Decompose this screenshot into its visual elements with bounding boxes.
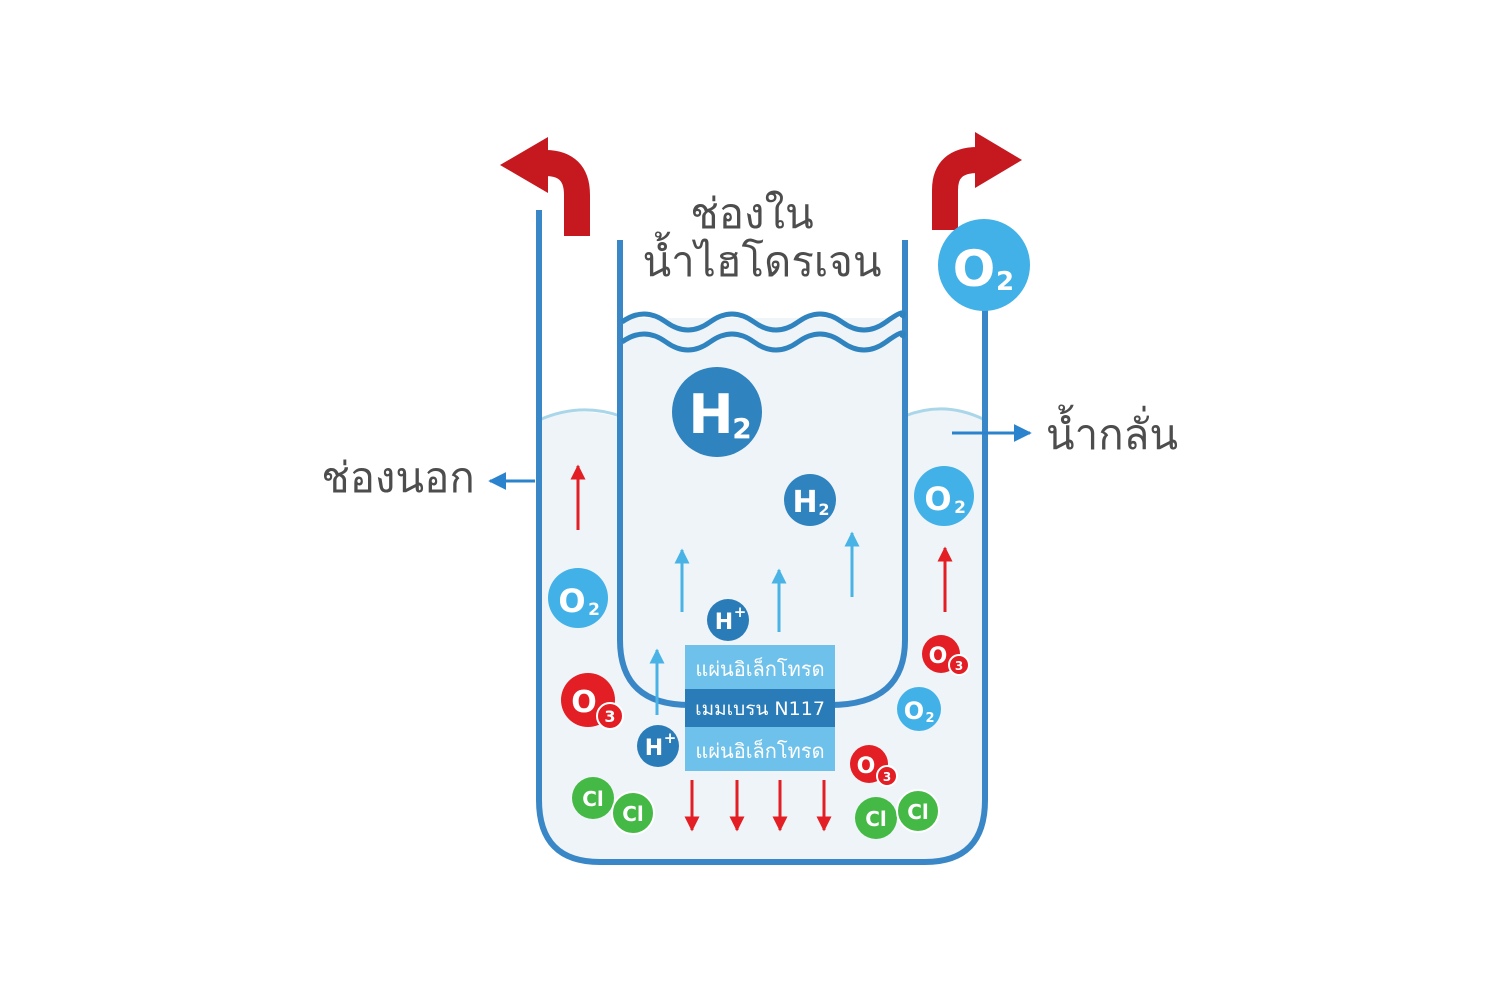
h-plus-ion-1: H + xyxy=(707,599,749,641)
svg-text:H: H xyxy=(792,485,817,520)
svg-text:O: O xyxy=(571,685,597,720)
svg-text:2: 2 xyxy=(996,267,1014,297)
svg-text:O: O xyxy=(904,697,924,725)
electrode-layer-bottom xyxy=(685,727,835,771)
o2-molecule-lower-right: O 2 xyxy=(897,687,941,731)
svg-text:2: 2 xyxy=(954,498,966,518)
svg-text:3: 3 xyxy=(604,707,615,726)
svg-text:H: H xyxy=(645,736,663,761)
svg-text:O: O xyxy=(953,240,996,298)
svg-text:2: 2 xyxy=(818,500,829,519)
h2-molecule-large: H 2 xyxy=(672,367,762,457)
svg-text:2: 2 xyxy=(925,711,934,726)
outflow-arrow-right xyxy=(932,132,1022,230)
svg-text:O: O xyxy=(558,582,585,620)
inner-chamber-label-line1: ช่องใน xyxy=(690,189,813,238)
svg-text:2: 2 xyxy=(732,412,751,445)
membrane-label: เมมเบรน N117 xyxy=(695,698,825,720)
o3-molecule-right-lower: O 3 xyxy=(850,745,898,787)
wave-line-2 xyxy=(620,330,906,353)
wave-line-1 xyxy=(620,310,906,333)
electrode-layer-top xyxy=(685,645,835,689)
svg-text:Cl: Cl xyxy=(622,802,644,826)
distilled-water-label: น้ำกลั่น xyxy=(1046,404,1178,459)
outer-water-surface-right xyxy=(904,407,986,422)
outer-chamber-label: ช่องนอก xyxy=(321,453,475,502)
electrode-stack: แผ่นอิเล็กโทรด เมมเบรน N117 แผ่นอิเล็กโท… xyxy=(685,645,835,771)
h2-molecule-small: H 2 xyxy=(784,474,836,526)
membrane-layer xyxy=(685,689,835,727)
o2-molecule-right: O 2 xyxy=(914,466,974,526)
inner-chamber-label-line2: น้ำไฮโดรเจน xyxy=(642,231,881,286)
svg-text:+: + xyxy=(734,603,747,621)
o3-molecule-right-upper: O 3 xyxy=(922,635,970,676)
svg-text:O: O xyxy=(924,480,951,518)
svg-text:Cl: Cl xyxy=(582,787,604,811)
o3-molecule-left: O 3 xyxy=(561,673,624,730)
o2-molecule-left: O 2 xyxy=(548,568,608,628)
svg-text:3: 3 xyxy=(955,659,963,673)
outflow-arrow-left xyxy=(500,137,590,236)
h-plus-ion-2: H + xyxy=(637,725,679,767)
svg-text:H: H xyxy=(715,610,733,635)
svg-text:H: H xyxy=(688,383,733,446)
cl-pair-left: Cl Cl xyxy=(572,777,655,835)
o2-molecule-top-right: O 2 xyxy=(938,219,1030,311)
electrode-top-label: แผ่นอิเล็กโทรด xyxy=(695,656,824,681)
svg-text:Cl: Cl xyxy=(865,807,887,831)
svg-text:2: 2 xyxy=(588,600,600,620)
svg-text:3: 3 xyxy=(883,770,891,784)
svg-text:+: + xyxy=(664,729,677,747)
outer-container xyxy=(536,210,988,865)
cl-pair-right: Cl Cl xyxy=(855,789,940,839)
electrode-bottom-label: แผ่นอิเล็กโทรด xyxy=(695,738,824,763)
svg-text:O: O xyxy=(929,644,948,669)
outer-water-surface-left xyxy=(538,408,621,422)
svg-text:Cl: Cl xyxy=(907,800,929,824)
svg-text:O: O xyxy=(857,754,876,779)
